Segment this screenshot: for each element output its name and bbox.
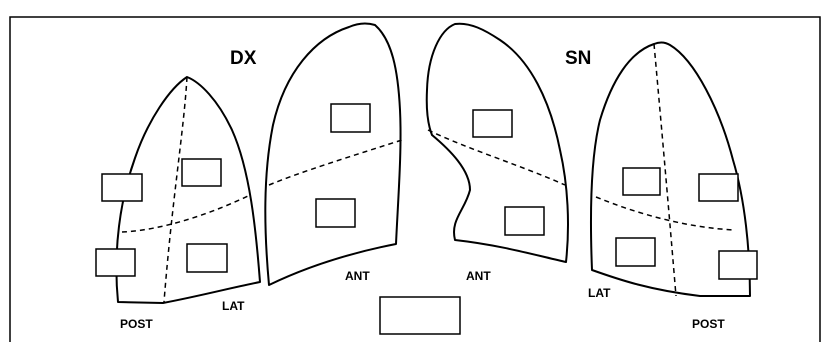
left-side-label: SN <box>565 48 591 69</box>
left-lateral-box-lower-inner[interactable] <box>616 238 655 266</box>
right-side-label: DX <box>230 48 257 69</box>
right-anterior-box-lower[interactable] <box>316 199 355 227</box>
left-lateral-box-lower-outer[interactable] <box>719 251 757 279</box>
right-anterior-box-upper[interactable] <box>331 104 370 132</box>
left-anterior-label: ANT <box>466 269 491 283</box>
right-posterior-label: POST <box>120 317 153 331</box>
center-bottom-box[interactable] <box>380 297 460 334</box>
right-anterior-label: ANT <box>345 269 370 283</box>
right-lateral-box-upper-outer[interactable] <box>102 174 142 201</box>
left-lateral-box-upper-inner[interactable] <box>623 168 660 195</box>
left-anterior-box-lower[interactable] <box>505 207 544 235</box>
left-posterior-label: POST <box>692 317 725 331</box>
left-lateral-box-upper-outer[interactable] <box>699 174 738 201</box>
left-lateral-label: LAT <box>588 286 611 300</box>
right-lateral-box-lower-outer[interactable] <box>96 249 135 276</box>
left-anterior-box-upper[interactable] <box>473 110 512 137</box>
right-lateral-label: LAT <box>222 299 245 313</box>
right-lateral-box-upper-inner[interactable] <box>182 159 221 186</box>
right-lateral-box-lower-inner[interactable] <box>187 244 227 272</box>
